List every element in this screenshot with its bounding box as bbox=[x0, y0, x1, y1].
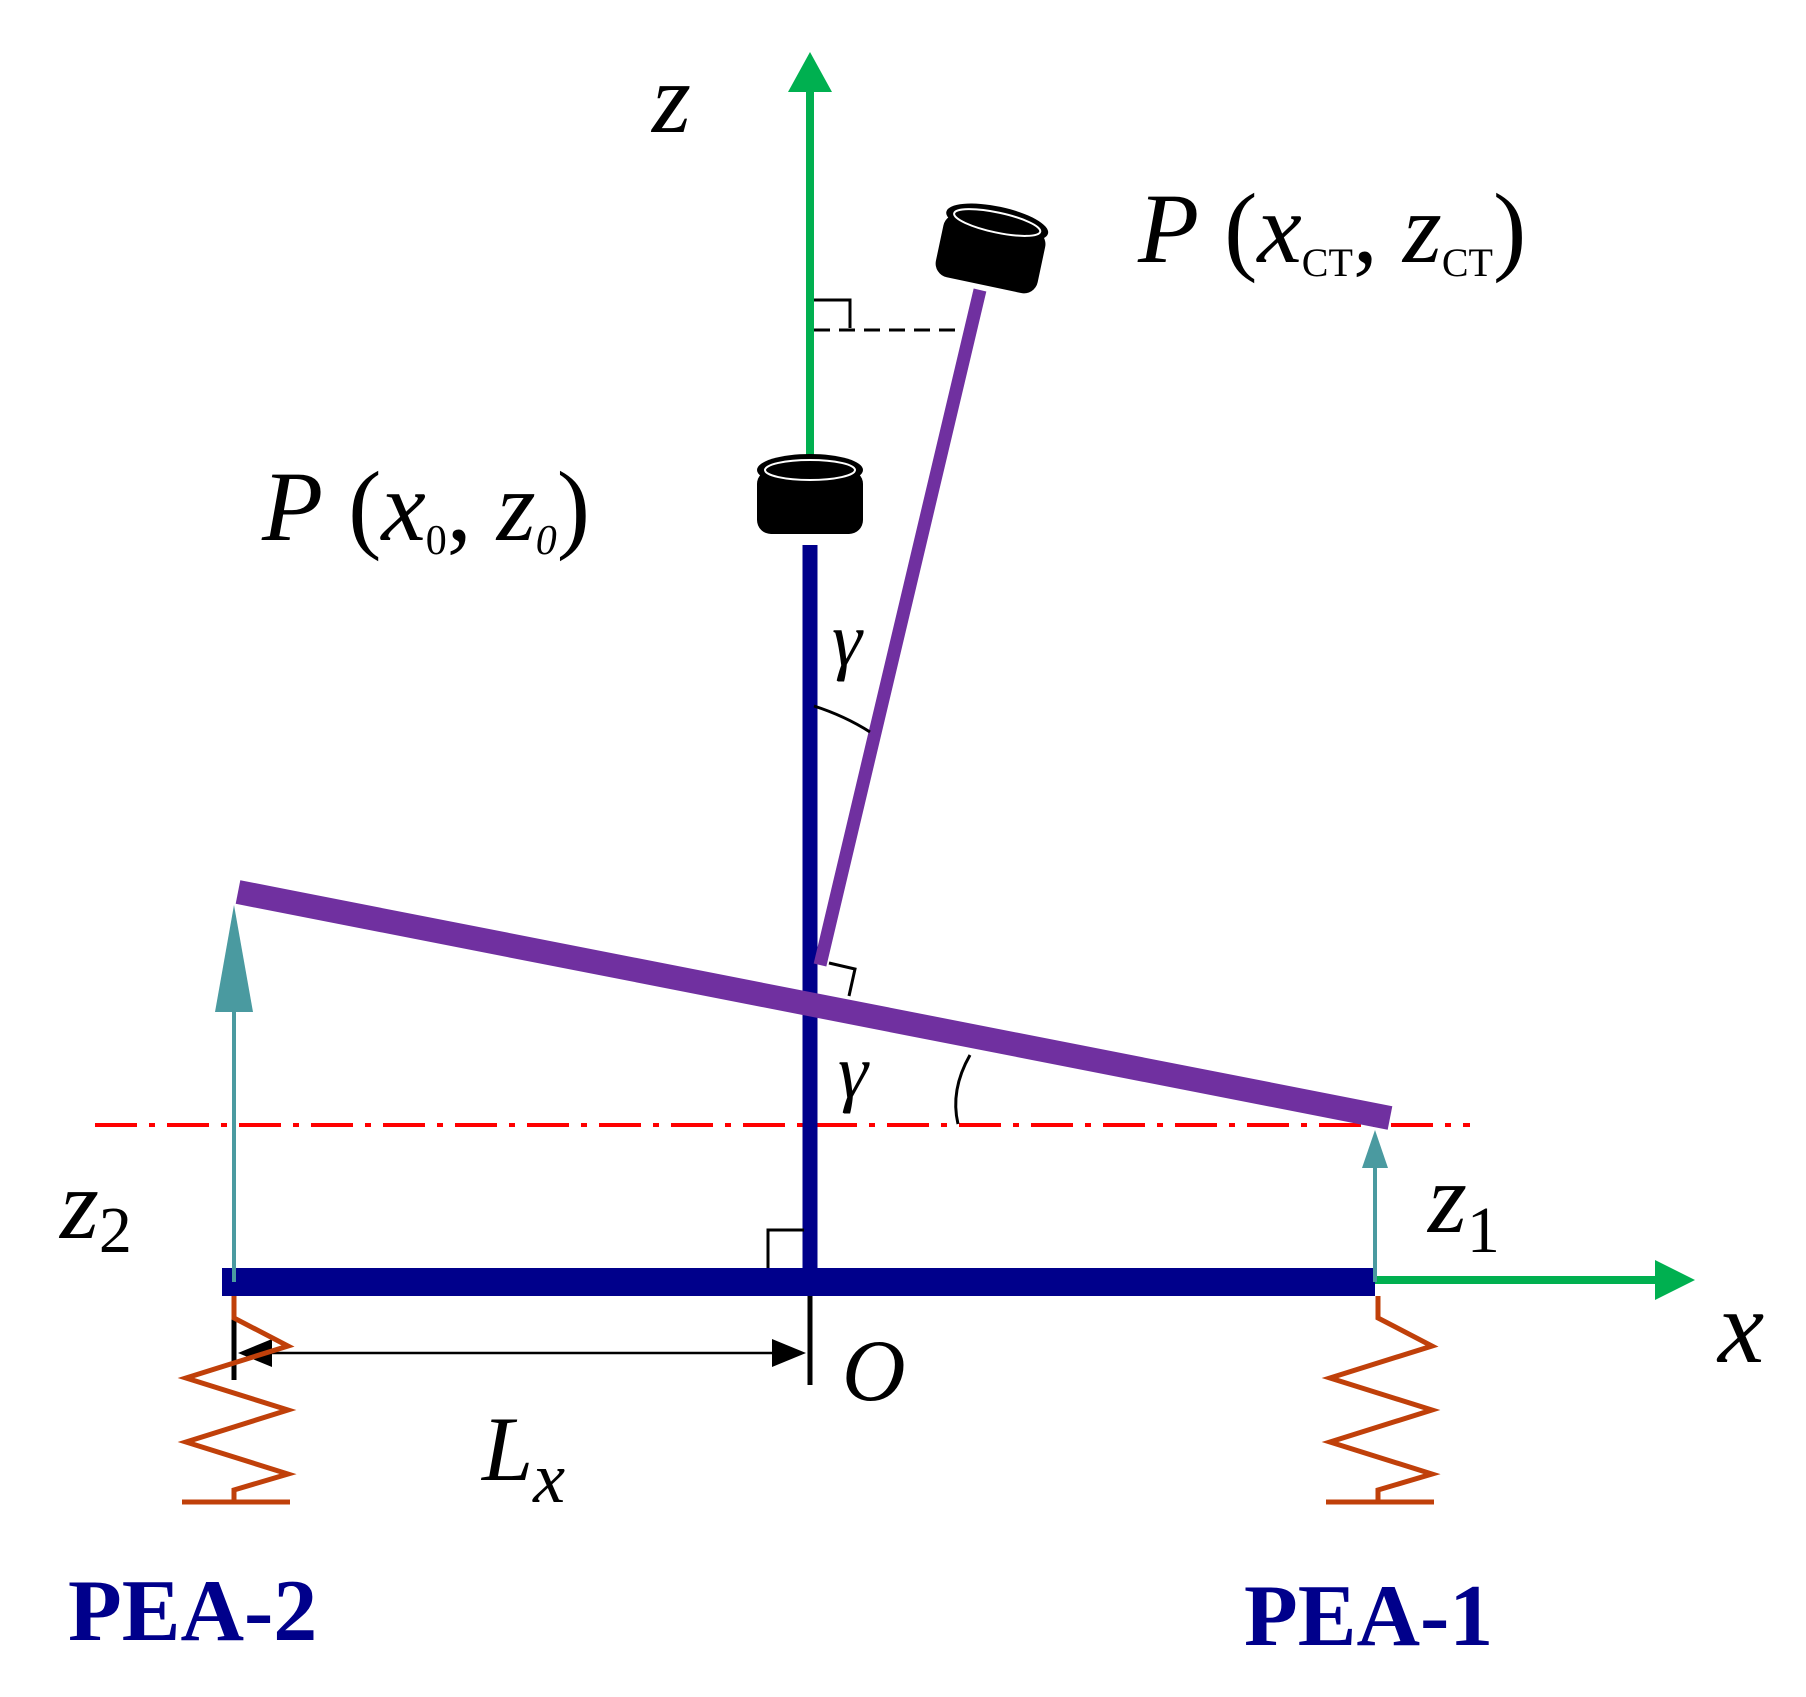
x-axis-label: x bbox=[1716, 1270, 1764, 1385]
z-axis-label: z bbox=[650, 43, 691, 154]
right-angle-tilted bbox=[828, 961, 857, 997]
p-ct-label: P (xCT, zCT) bbox=[1137, 173, 1526, 285]
gamma-label-bottom: γ bbox=[838, 1030, 870, 1114]
z2-arrowhead bbox=[215, 905, 253, 1012]
lx-arrowhead-left bbox=[238, 1339, 272, 1367]
right-angle-origin bbox=[766, 1228, 804, 1268]
origin-label: O bbox=[842, 1323, 906, 1420]
z1-label: z1 bbox=[1426, 1143, 1500, 1267]
z-axis-arrowhead bbox=[788, 52, 832, 92]
x-axis-arrowhead bbox=[1655, 1260, 1695, 1300]
spring-pea-1 bbox=[1321, 1296, 1441, 1505]
tilted-beam bbox=[235, 880, 1393, 1130]
gamma-arc-bottom bbox=[954, 1054, 972, 1125]
gamma-arc-top bbox=[813, 704, 871, 734]
p-initial-label: P (x0, z0) bbox=[261, 451, 590, 564]
pea-1-label: PEA-1 bbox=[1244, 1568, 1493, 1665]
z2-label: z2 bbox=[58, 1149, 132, 1267]
z1-arrowhead bbox=[1362, 1130, 1388, 1168]
mass-tilted bbox=[935, 203, 1049, 294]
pea-2-label: PEA-2 bbox=[68, 1563, 317, 1660]
right-angle-projection bbox=[814, 298, 852, 328]
spring-pea-2 bbox=[177, 1296, 297, 1505]
mass-initial bbox=[757, 454, 863, 534]
lx-arrowhead-right bbox=[772, 1339, 806, 1367]
lx-label: Lx bbox=[480, 1398, 565, 1518]
gamma-label-top: γ bbox=[832, 598, 864, 682]
tilted-rod bbox=[813, 288, 987, 967]
